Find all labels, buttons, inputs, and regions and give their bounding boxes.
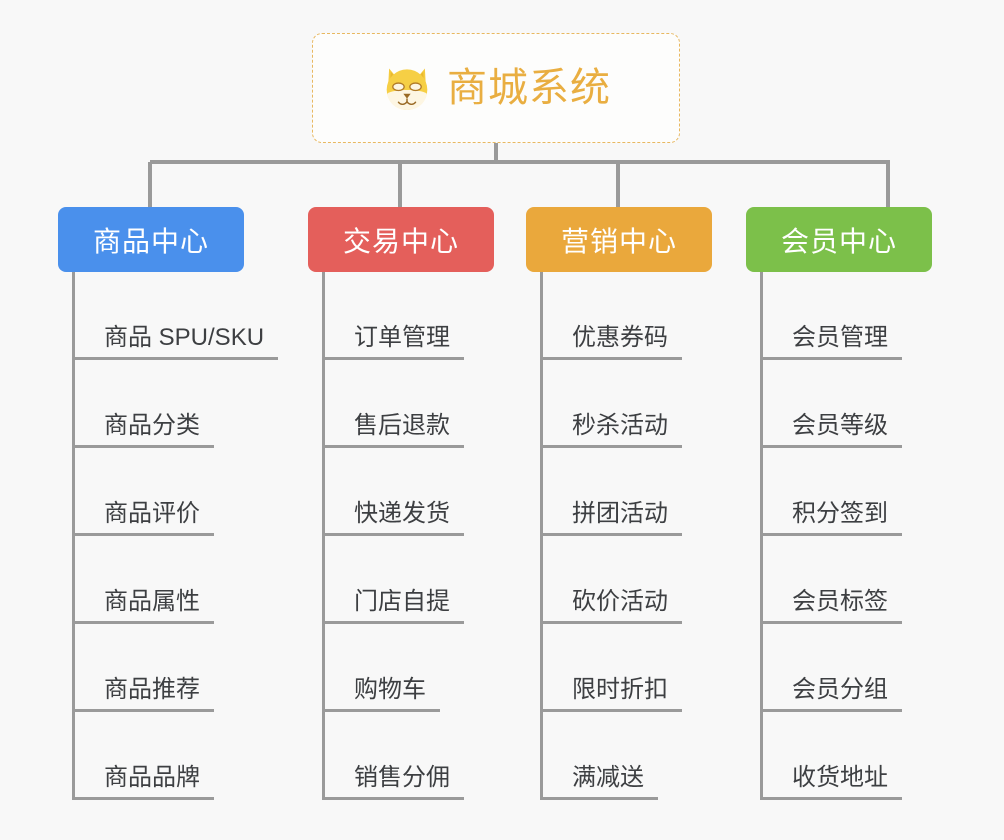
list-item-label: 限时折扣: [540, 676, 682, 712]
category-items-1: 订单管理 售后退款 快递发货 门店自提 购物车 销售分佣: [322, 272, 464, 800]
root-node[interactable]: 商城系统: [312, 33, 680, 143]
category-header-3[interactable]: 会员中心: [746, 207, 932, 272]
list-item[interactable]: 会员管理: [760, 272, 902, 360]
list-item-label: 收货地址: [760, 764, 902, 800]
list-item-label: 会员等级: [760, 412, 902, 448]
list-item-label: 售后退款: [322, 412, 464, 448]
list-item-label: 销售分佣: [322, 764, 464, 800]
list-item-label: 会员标签: [760, 588, 902, 624]
list-item[interactable]: 会员标签: [760, 536, 902, 624]
list-item[interactable]: 商品分类: [72, 360, 278, 448]
category-column-3: 会员中心 会员管理 会员等级 积分签到 会员标签 会员分组 收货地址: [746, 207, 932, 800]
connector-horizontal-bus: [150, 160, 890, 164]
list-item[interactable]: 商品推荐: [72, 624, 278, 712]
category-items-2: 优惠券码 秒杀活动 拼团活动 砍价活动 限时折扣 满减送: [540, 272, 682, 800]
list-item-label: 购物车: [322, 676, 440, 712]
list-item[interactable]: 会员分组: [760, 624, 902, 712]
list-item[interactable]: 快递发货: [322, 448, 464, 536]
list-item[interactable]: 订单管理: [322, 272, 464, 360]
list-item[interactable]: 拼团活动: [540, 448, 682, 536]
category-header-1[interactable]: 交易中心: [308, 207, 494, 272]
list-item-label: 会员管理: [760, 324, 902, 360]
list-item[interactable]: 商品评价: [72, 448, 278, 536]
list-item[interactable]: 售后退款: [322, 360, 464, 448]
shiba-dog-face-icon: [381, 62, 433, 114]
list-item-label: 商品属性: [72, 588, 214, 624]
list-item-label: 优惠券码: [540, 324, 682, 360]
list-item[interactable]: 砍价活动: [540, 536, 682, 624]
list-item[interactable]: 购物车: [322, 624, 464, 712]
list-item[interactable]: 商品属性: [72, 536, 278, 624]
list-item-label: 砍价活动: [540, 588, 682, 624]
list-item-label: 商品品牌: [72, 764, 214, 800]
list-item-label: 商品 SPU/SKU: [72, 324, 279, 360]
list-item-label: 门店自提: [322, 588, 464, 624]
list-item-label: 拼团活动: [540, 500, 682, 536]
list-item[interactable]: 优惠券码: [540, 272, 682, 360]
list-item-label: 会员分组: [760, 676, 902, 712]
list-item-label: 商品分类: [72, 412, 214, 448]
connector-drop-0: [148, 162, 152, 208]
root-title: 商城系统: [447, 66, 611, 110]
category-header-2[interactable]: 营销中心: [526, 207, 712, 272]
connector-drop-1: [398, 162, 402, 208]
list-item-label: 商品推荐: [72, 676, 214, 712]
list-item[interactable]: 商品 SPU/SKU: [72, 272, 279, 360]
list-item[interactable]: 销售分佣: [322, 712, 464, 800]
list-item[interactable]: 会员等级: [760, 360, 902, 448]
connector-drop-2: [616, 162, 620, 208]
list-item-label: 快递发货: [322, 500, 464, 536]
list-item-label: 积分签到: [760, 500, 902, 536]
category-items-0: 商品 SPU/SKU 商品分类 商品评价 商品属性 商品推荐 商品品牌: [72, 272, 279, 800]
connector-root-stem: [494, 143, 498, 164]
connector-drop-3: [886, 162, 890, 208]
category-column-1: 交易中心 订单管理 售后退款 快递发货 门店自提 购物车 销售分佣: [308, 207, 494, 800]
list-item[interactable]: 满减送: [540, 712, 682, 800]
category-items-3: 会员管理 会员等级 积分签到 会员标签 会员分组 收货地址: [760, 272, 902, 800]
list-item[interactable]: 收货地址: [760, 712, 902, 800]
category-column-0: 商品中心 商品 SPU/SKU 商品分类 商品评价 商品属性 商品推荐 商品品牌: [58, 207, 279, 800]
list-item[interactable]: 秒杀活动: [540, 360, 682, 448]
list-item[interactable]: 门店自提: [322, 536, 464, 624]
category-header-0[interactable]: 商品中心: [58, 207, 244, 272]
list-item[interactable]: 商品品牌: [72, 712, 278, 800]
list-item-label: 商品评价: [72, 500, 214, 536]
list-item[interactable]: 限时折扣: [540, 624, 682, 712]
category-column-2: 营销中心 优惠券码 秒杀活动 拼团活动 砍价活动 限时折扣 满减送: [526, 207, 712, 800]
list-item-label: 满减送: [540, 764, 658, 800]
list-item[interactable]: 积分签到: [760, 448, 902, 536]
list-item-label: 订单管理: [322, 324, 464, 360]
list-item-label: 秒杀活动: [540, 412, 682, 448]
